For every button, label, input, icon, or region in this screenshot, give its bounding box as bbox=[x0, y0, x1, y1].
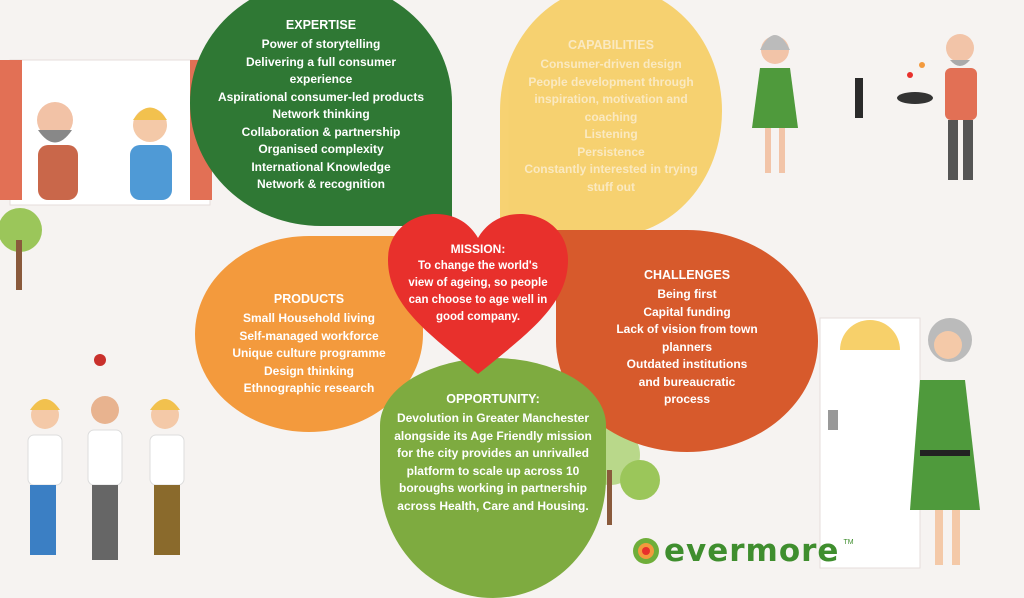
products-petal: PRODUCTS Small Household living Self-man… bbox=[195, 236, 423, 432]
logo-word: evermore bbox=[664, 533, 840, 569]
opportunity-title: OPPORTUNITY: bbox=[446, 392, 540, 406]
challenges-item: Being first bbox=[657, 287, 717, 301]
expertise-item: International Knowledge bbox=[251, 159, 391, 174]
products-item: Design thinking bbox=[264, 363, 354, 378]
products-item: Small Household living bbox=[242, 311, 376, 325]
expertise-item: Power of storytelling bbox=[261, 37, 381, 51]
challenges-item: Capital funding bbox=[643, 304, 731, 319]
products-item: Self-managed workforce bbox=[239, 328, 379, 343]
opportunity-text: Devolution in Greater Manchester alongsi… bbox=[394, 411, 592, 513]
capabilities-item: Consumer-driven design bbox=[540, 57, 682, 71]
capabilities-petal: CAPABILITIES Consumer-driven design Peop… bbox=[500, 0, 722, 236]
expertise-title: EXPERTISE bbox=[285, 18, 357, 32]
expertise-item: Collaboration & partnership bbox=[241, 124, 401, 139]
capabilities-item: People development through inspiration, … bbox=[528, 74, 694, 124]
door-lady-illustration bbox=[819, 317, 980, 569]
expertise-petal: EXPERTISE Power of storytelling Deliveri… bbox=[190, 0, 452, 226]
evermore-logo: evermore TM bbox=[632, 533, 854, 569]
capabilities-title: CAPABILITIES bbox=[568, 38, 654, 52]
opportunity-petal: OPPORTUNITY: Devolution in Greater Manch… bbox=[380, 358, 606, 598]
expertise-item: Aspirational consumer-led products bbox=[217, 89, 425, 104]
capabilities-item: Persistence bbox=[577, 144, 645, 159]
products-item: Unique culture programme bbox=[232, 346, 386, 360]
team-illustration bbox=[0, 208, 185, 560]
expertise-item: Organised complexity bbox=[258, 142, 384, 156]
capabilities-item: Constantly interested in trying stuff ou… bbox=[524, 162, 698, 194]
window-couple-illustration bbox=[0, 59, 212, 206]
logo-mark-icon bbox=[633, 538, 659, 564]
mission-heart: MISSION: To change the world's view of a… bbox=[386, 212, 570, 377]
products-item: Ethnographic research bbox=[243, 381, 375, 395]
challenges-item: Outdated institutions and bureaucratic p… bbox=[626, 357, 748, 406]
expertise-item: Network & recognition bbox=[256, 177, 385, 191]
mission-text: To change the world's view of ageing, so… bbox=[408, 260, 548, 323]
expertise-item: Network thinking bbox=[272, 107, 370, 121]
challenges-item: Lack of vision from town planners bbox=[616, 322, 758, 354]
logo-tm: TM bbox=[843, 539, 854, 546]
heart-icon bbox=[388, 214, 568, 374]
expertise-item: Delivering a full consumer experience bbox=[245, 54, 397, 87]
mission-title: MISSION: bbox=[450, 242, 506, 256]
cooking-couple-illustration bbox=[752, 34, 977, 180]
capabilities-item: Listening bbox=[584, 127, 638, 141]
products-title: PRODUCTS bbox=[273, 292, 345, 306]
challenges-title: CHALLENGES bbox=[643, 268, 731, 282]
